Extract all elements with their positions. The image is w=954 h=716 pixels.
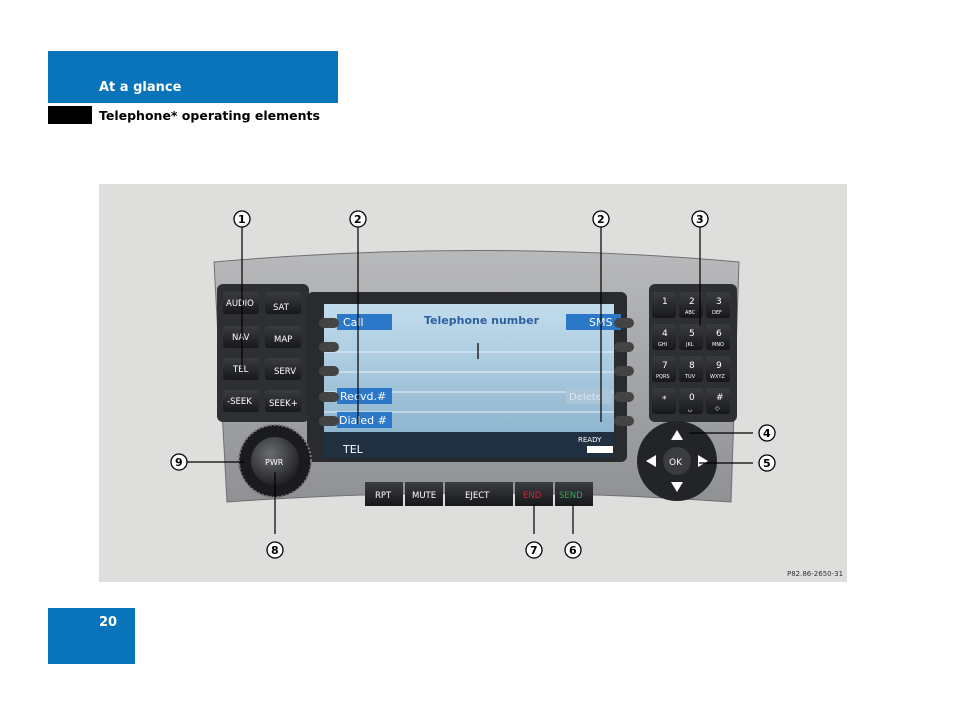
key-1: 1 [662,297,668,307]
softkey-recvd-label: Recvd.# [340,390,386,403]
callout-8: 8 [271,544,279,557]
softkey-dialed [337,412,392,428]
status-label: TEL [342,443,364,456]
radio-figure: Call Telephone number SMS Recvd.# Dialed… [99,184,847,582]
pwr-label: PWR [265,458,284,467]
dpad-left-icon [646,455,656,467]
header-bar [48,51,338,103]
key-9-sub: WXYZ [710,374,725,380]
key-4-sub: GHI [658,342,667,348]
dpad-right-icon [698,455,708,467]
key-0-sub: ␣ [688,405,692,412]
key-7: 7 [662,361,668,371]
screen-title: Telephone number [424,314,540,327]
end-button: END [523,491,542,501]
seek-up-button: SEEK+ [269,399,298,409]
ok-button [663,447,691,475]
callout-3: 3 [696,213,704,226]
key-3-sub: DEF [712,310,722,316]
keypad: 1 2 ABC 3 DEF 4 GHI 5 JKL 6 MNO 7 PQRS 8… [652,292,730,414]
callout-markers: 1 2 2 3 4 5 6 7 8 9 [170,210,776,559]
map-button: MAP [274,335,292,345]
key-5-sub: JKL [685,342,694,348]
callout-2a: 2 [354,213,362,226]
display-status-bar [324,432,614,458]
tel-button: TEL [232,365,249,375]
key-2: 2 [689,297,695,307]
eject-button: EJECT [465,491,490,501]
key-2-sub: ABC [685,310,696,316]
signal-bars [587,446,613,453]
key-4: 4 [662,329,668,339]
key-hash-sub: ◇ [715,405,720,412]
key-8-sub: TUV [684,374,696,380]
left-buttons: AUDIO SAT NAV MAP TEL SERV -SEEK SEEK+ [223,292,301,412]
left-button-panel [217,284,309,422]
softkey-call [337,314,392,330]
page-number: 20 [99,615,118,630]
key-5: 5 [689,329,695,339]
left-softkey-buttons [319,318,339,426]
header-marker [48,106,92,124]
figure-ref-code: P82.86-2650-31 [787,570,843,578]
seek-down-button: -SEEK [227,397,252,407]
bottom-buttons: RPT MUTE EJECT END SEND [365,482,593,506]
signal-label: READY [578,436,602,444]
key-3: 3 [716,297,722,307]
softkey-recvd [337,388,392,404]
page-number-box [48,608,135,664]
callout-2b: 2 [597,213,605,226]
key-star: * [662,395,667,405]
softkey-sms [566,314,621,330]
key-6: 6 [716,329,722,339]
dpad-up-icon [671,430,683,440]
dpad-down-icon [671,482,683,492]
audio-button: AUDIO [226,299,254,309]
mute-button: MUTE [412,491,436,501]
callout-1: 1 [238,213,246,226]
keypad-panel [649,284,737,422]
section-title: At a glance [99,80,182,95]
key-hash: # [716,393,724,403]
callout-6: 6 [569,544,577,557]
softkey-call-label: Call [343,316,364,329]
callout-lines [187,227,753,534]
nav-button: NAV [232,333,250,343]
key-8: 8 [689,361,695,371]
softkey-delete-label: Delete [569,392,602,403]
ok-label: OK [669,458,683,468]
sat-button: SAT [273,303,290,313]
key-7-sub: PQRS [656,374,670,380]
callout-9: 9 [175,456,183,469]
key-9: 9 [716,361,722,371]
serv-button: SERV [274,367,296,377]
right-softkey-buttons [614,318,634,426]
key-0: 0 [689,393,695,403]
callout-5: 5 [763,457,771,470]
callout-7: 7 [530,544,538,557]
send-button: SEND [559,491,583,501]
softkey-dialed-label: Dialed # [339,414,387,427]
key-6-sub: MNO [712,342,724,348]
callout-4: 4 [763,427,771,440]
rpt-button: RPT [375,491,392,501]
subsection-title: Telephone* operating elements [99,108,320,123]
volume-knob [251,437,299,485]
